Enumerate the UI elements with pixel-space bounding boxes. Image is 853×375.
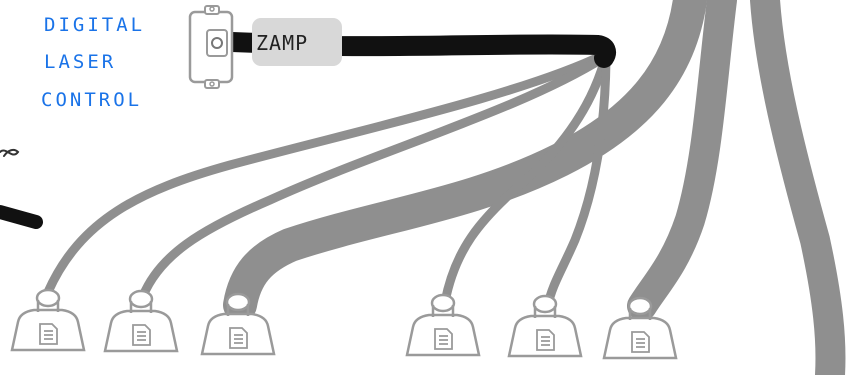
thick-cable-middle xyxy=(627,0,737,321)
outlet-plug-5 xyxy=(507,294,583,358)
amp-box xyxy=(252,18,342,66)
outlet-plug-1 xyxy=(10,288,86,352)
laser-connector xyxy=(188,5,234,89)
black-cable xyxy=(222,32,616,68)
thin-cable-3 xyxy=(440,57,609,307)
black-cable-stub xyxy=(0,205,43,229)
thin-cable-1 xyxy=(43,50,608,297)
label-laser: LASER xyxy=(44,51,117,73)
thick-cable-right xyxy=(750,0,846,375)
outlet-plug-2 xyxy=(103,289,179,353)
label-control: CONTROL xyxy=(41,89,143,111)
thin-cable-4 xyxy=(543,55,611,310)
outlet-plug-6 xyxy=(602,296,678,360)
wire-squiggle xyxy=(0,148,20,157)
thin-cable-2 xyxy=(138,53,608,301)
amp-label: ZAMP xyxy=(256,31,308,55)
thick-cable-left xyxy=(223,0,707,322)
outlet-plug-4 xyxy=(405,293,481,357)
outlet-plug-3 xyxy=(200,292,276,356)
label-digital: DIGITAL xyxy=(44,14,146,36)
